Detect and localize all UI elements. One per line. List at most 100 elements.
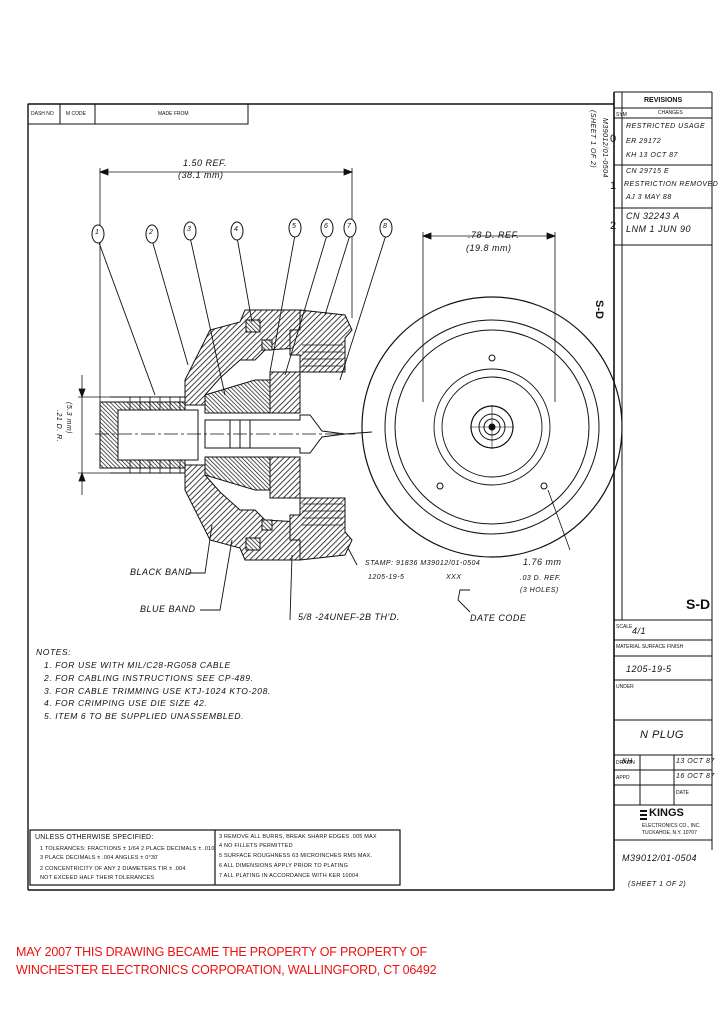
- company-sub: ELECTRONICS CO., INC.: [642, 823, 701, 829]
- tolerances-title: UNLESS OTHERWISE SPECIFIED:: [35, 834, 154, 841]
- tolerance-right-2: 4 NO FILLETS PERMITTED: [219, 843, 293, 849]
- callout-6: 6: [324, 223, 329, 230]
- tolerance-box: [29, 829, 401, 886]
- rev-1-line-2: RESTRICTION REMOVED: [624, 181, 719, 188]
- spec-number: 1205-19-5: [626, 664, 672, 674]
- side-part-number: M39012/01-0504: [601, 118, 608, 178]
- rev-sym-2: 2: [610, 220, 617, 232]
- diameter-dim: .78 D. REF.: [468, 230, 520, 240]
- pin-dia-mm: (5.3 mm): [65, 402, 72, 434]
- tolerance-right-1: 3 REMOVE ALL BURRS, BREAK SHARP EDGES .0…: [219, 834, 377, 840]
- connector-section-view: [95, 309, 355, 561]
- dash-no-header: DASH NO: [31, 111, 54, 117]
- tolerance-left-1: 1 TOLERANCES: FRACTIONS ± 1/64 2 PLACE D…: [40, 846, 215, 852]
- callout-5: 5: [292, 223, 297, 230]
- stamp-xxx: XXX: [446, 574, 462, 581]
- revision-table-grid: [614, 107, 712, 246]
- mounting-hole: [540, 482, 548, 490]
- mounting-hole: [436, 482, 444, 490]
- connector-end-view: [361, 296, 623, 558]
- callout-balloon-6: [320, 218, 334, 238]
- side-sd-mark: S-D: [593, 300, 605, 319]
- appd-date: 16 OCT 87: [676, 773, 715, 780]
- callout-1: 1: [95, 229, 100, 236]
- tolerance-left-3: 2 CONCENTRICITY OF ANY 2 DIAMETERS TIR ±…: [40, 866, 186, 872]
- tolerance-right-4: 6 ALL DIMENSIONS APPLY PRIOR TO PLATING: [219, 863, 349, 869]
- callout-balloons: [91, 218, 393, 244]
- title-block-sd: S-D: [686, 596, 711, 612]
- date-code-label: DATE CODE: [470, 613, 527, 623]
- revisions-sym-header: SYM: [616, 112, 627, 118]
- mounting-hole: [488, 354, 496, 362]
- callout-balloon-4: [230, 221, 244, 241]
- rev-1-line-3: AJ 3 MAY 88: [626, 194, 672, 201]
- side-sheet-text: (SHEET 1 OF 2): [589, 110, 596, 169]
- callout-2: 2: [149, 229, 154, 236]
- hole-dim-mm: 1.76 mm: [523, 557, 562, 567]
- stamp-label: STAMP: 91836 M39012/01-0504: [365, 560, 481, 567]
- date-label: DATE: [676, 790, 689, 796]
- tolerance-right-3: 5 SURFACE ROUGHNESS 63 MICROINCHES RMS M…: [219, 853, 373, 859]
- tolerance-right-5: 7 ALL PLATING IN ACCORDANCE WITH KER 100…: [219, 873, 359, 879]
- drawn-by: KH: [622, 758, 633, 765]
- part-number: M39012/01-0504: [622, 853, 698, 863]
- blue-band-label: BLUE BAND: [140, 604, 196, 614]
- callout-balloon-7: [343, 218, 357, 238]
- scale-label: SCALE: [616, 624, 633, 630]
- sheet-border: [27, 91, 713, 891]
- callout-balloon-2: [145, 224, 159, 244]
- note-2: 2. FOR CABLING INSTRUCTIONS SEE CP-489.: [44, 673, 254, 683]
- overall-length-mm: (38.1 mm): [178, 170, 224, 180]
- dimension-lines-end: [421, 232, 571, 551]
- note-5: 5. ITEM 6 TO BE SUPPLIED UNASSEMBLED.: [44, 711, 245, 721]
- callout-4: 4: [234, 226, 239, 233]
- kings-logo-mark: [640, 810, 647, 820]
- callout-7: 7: [347, 223, 352, 230]
- callout-balloon-8: [379, 218, 393, 238]
- made-from-header: MADE FROM: [158, 111, 189, 117]
- sheet-number: (SHEET 1 OF 2): [628, 881, 687, 888]
- footer-notice-line-2: WINCHESTER ELECTRONICS CORPORATION, WALL…: [16, 963, 437, 977]
- title-block-grid: [613, 619, 712, 841]
- footer-notice-line-1: MAY 2007 THIS DRAWING BECAME THE PROPERT…: [16, 945, 427, 959]
- notes-title: NOTES:: [36, 647, 72, 657]
- note-1: 1. FOR USE WITH MIL/C28-RG058 CABLE: [44, 660, 231, 670]
- tolerance-left-4: NOT EXCEED HALF THEIR TOLERANCES: [40, 875, 155, 881]
- rev-1-line-1: CN 29715 E: [626, 168, 670, 175]
- callout-3: 3: [187, 226, 192, 233]
- company-name: KINGS: [649, 807, 684, 819]
- drawing-title: N PLUG: [640, 729, 684, 741]
- company-sub-2: TUCKAHOE, N.Y. 10707: [642, 830, 697, 836]
- revisions-changes-header: CHANGES: [658, 110, 683, 116]
- black-band-label: BLACK BAND: [130, 567, 193, 577]
- callout-balloon-3: [183, 221, 197, 241]
- insulator-lower: [204, 456, 271, 491]
- pin-dia-in: .21 D. R.: [55, 410, 62, 443]
- hole-count: (3 HOLES): [520, 587, 559, 594]
- rev-sym-0: 0: [610, 133, 617, 145]
- callout-8: 8: [383, 223, 388, 230]
- surface-label: MATERIAL SURFACE FINISH: [616, 644, 684, 650]
- rev-2-line-2: LNM 1 JUN 90: [626, 224, 692, 234]
- appd-label: APPD: [616, 775, 630, 781]
- under-label: UNDER: [616, 684, 634, 690]
- label-leaders: [188, 524, 471, 621]
- note-4: 4. FOR CRIMPING USE DIE SIZE 42.: [44, 698, 208, 708]
- scale-value: 4/1: [632, 626, 647, 636]
- insulator-upper: [204, 379, 271, 414]
- stamp-line-2: 1205-19-5: [368, 574, 405, 581]
- overall-length-dim: 1.50 REF.: [183, 158, 227, 168]
- header-table: [27, 103, 249, 125]
- note-3: 3. FOR CABLE TRIMMING USE KTJ-1024 KTO-2…: [44, 686, 271, 696]
- callout-balloon-1: [91, 224, 105, 244]
- rev-0-line-1: RESTRICTED USAGE: [626, 123, 706, 130]
- rev-2-line-1: CN 32243 A: [626, 211, 680, 221]
- mcode-header: M CODE: [66, 111, 86, 117]
- callout-leaders: [97, 234, 387, 435]
- dimension-lines-section: [78, 168, 354, 495]
- rev-0-line-2: ER 29172: [626, 138, 662, 145]
- revisions-title: REVISIONS: [644, 97, 683, 104]
- callout-balloon-5: [288, 218, 302, 238]
- diameter-mm: (19.8 mm): [466, 243, 512, 253]
